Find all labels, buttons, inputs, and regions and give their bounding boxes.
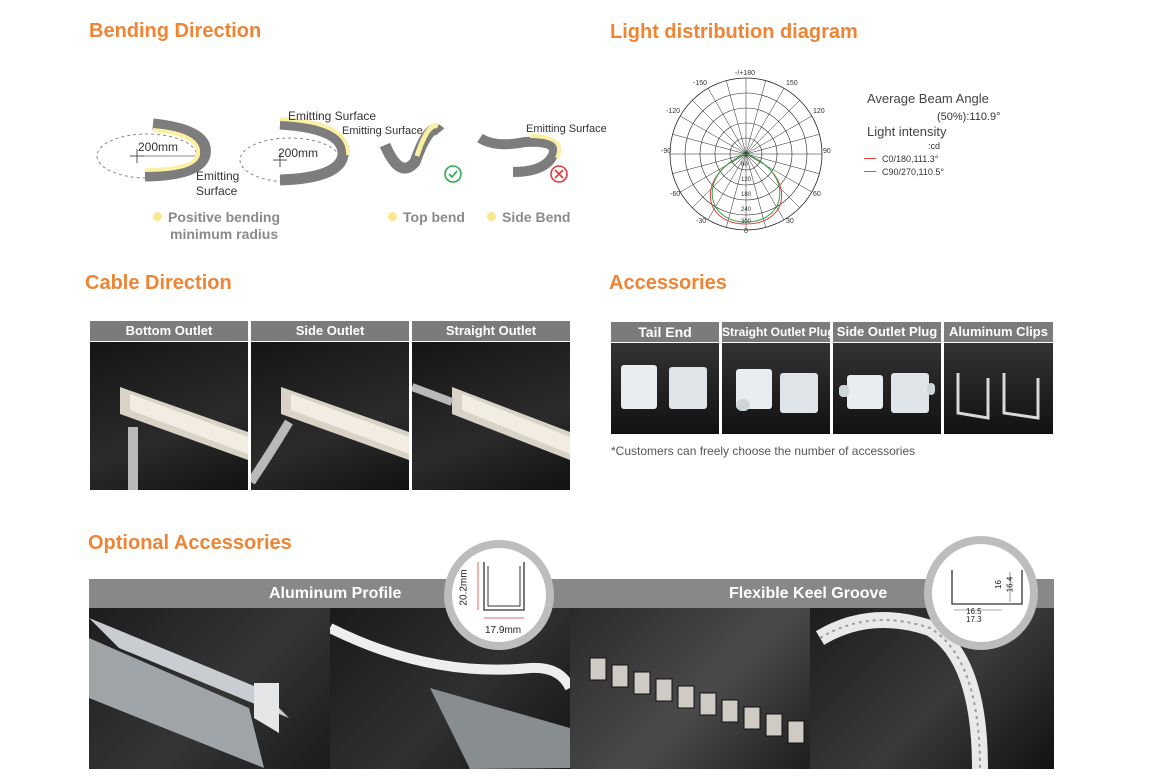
angle-label-m30: -30 <box>696 218 707 225</box>
bullet-icon <box>153 212 162 221</box>
tab-tail-end: Tail End <box>611 322 719 342</box>
keel-clip <box>677 685 695 709</box>
keel-dim-4: 17.3 <box>966 615 982 624</box>
profile-inset: 20.2mm 17.9mm <box>452 548 546 642</box>
radius-label-1: 200mm <box>138 140 179 154</box>
side-bend-strip <box>477 133 559 177</box>
c0-curve <box>709 153 783 225</box>
legend-c90: C90/270,110.5° <box>864 167 944 177</box>
bending-diagrams <box>96 117 568 186</box>
keel-clip <box>611 664 629 688</box>
c90-curve <box>711 153 781 223</box>
keel-dim-3: 16.5 <box>966 607 982 616</box>
photo-side-outlet-plug <box>833 343 941 434</box>
tab-aluminum-clips: Aluminum Clips <box>944 322 1053 342</box>
photo-straight-outlet <box>412 342 570 490</box>
keel-clip <box>765 713 783 737</box>
cable-direction-title: Cable Direction <box>85 272 232 294</box>
emitting-surface-1 <box>144 128 201 172</box>
angle-label-150: 150 <box>786 80 798 87</box>
beam-angle-value: (50%):110.9° <box>937 111 1001 123</box>
intensity-unit: :cd <box>928 141 941 151</box>
keel-clip <box>743 706 761 730</box>
emitting-label-3: Emitting Surface <box>342 125 423 137</box>
angle-label-top: -/+180 <box>735 70 756 77</box>
tab-straight-outlet-plug: Straight Outlet Plug <box>722 322 830 342</box>
cross-circle-icon <box>550 165 568 183</box>
emitting-label-1b: Surface <box>196 184 238 198</box>
radial-label-300: 300 <box>741 219 752 225</box>
profile-height-label: 20.2mm <box>458 569 470 606</box>
radial-label-60: 60 <box>741 162 748 168</box>
bullet-icon <box>487 212 496 221</box>
radial-label-240: 240 <box>741 207 752 213</box>
emitting-surface-2 <box>279 117 351 156</box>
keel-dim-1: 16 <box>993 580 1003 589</box>
photo-aluminum-profile-1 <box>89 608 330 769</box>
legend-c0-swatch <box>864 158 876 159</box>
intensity-title: Light intensity <box>867 124 947 139</box>
minimum-radius-label: minimum radius <box>170 226 279 242</box>
keel-dim-2: 16.4 <box>1005 576 1015 593</box>
keel-clip <box>787 720 805 744</box>
check-circle-icon <box>444 165 462 183</box>
angle-label-30: 30 <box>786 218 794 225</box>
accessories-title: Accessories <box>609 272 727 294</box>
angle-label-m60: -60 <box>670 191 681 198</box>
aluminum-profile-label: Aluminum Profile <box>269 585 402 602</box>
emitting-label-2: Emitting Surface <box>288 109 377 123</box>
photo-straight-outlet-plug <box>722 343 830 434</box>
keel-clip <box>655 678 673 702</box>
keel-clip <box>633 671 651 695</box>
bend-strip-2 <box>279 118 349 186</box>
angle-label-0: 0 <box>744 228 748 235</box>
tab-bottom-outlet: Bottom Outlet <box>90 321 248 341</box>
tab-side-outlet: Side Outlet <box>251 321 409 341</box>
tab-straight-outlet: Straight Outlet <box>412 321 570 341</box>
keel-clip <box>699 692 717 716</box>
keel-clip <box>589 657 607 681</box>
emitting-label-1: Emitting <box>196 169 240 183</box>
photo-bottom-outlet <box>90 342 248 490</box>
angle-label-90: 90 <box>823 148 831 155</box>
bend-strip-1 <box>144 118 211 182</box>
top-bend-strip <box>379 123 445 174</box>
profile-inset-ring: 20.2mm 17.9mm <box>444 540 554 650</box>
angle-label-m90: -90 <box>661 148 672 155</box>
radius-label-2: 200mm <box>278 146 319 160</box>
beam-angle-title: Average Beam Angle <box>867 91 989 106</box>
legend-c0: C0/180,111.3° <box>864 154 938 164</box>
emitting-label-4: Emitting Surface <box>526 123 607 135</box>
radial-label-120: 120 <box>741 177 752 183</box>
photo-tail-end <box>611 343 719 434</box>
keel-groove-label: Flexible Keel Groove <box>729 585 888 602</box>
accessories-note: *Customers can freely choose the number … <box>611 444 916 458</box>
top-bend-label: Top bend <box>388 209 465 225</box>
photo-side-outlet <box>251 342 409 490</box>
positive-bending-label: Positive bending <box>153 209 280 225</box>
side-bend-label: Side Bend <box>487 209 570 225</box>
bullet-icon <box>388 212 397 221</box>
keel-clip <box>721 699 739 723</box>
keel-inset: 16 16.4 16.5 17.3 <box>932 544 1030 642</box>
polar-diagram <box>669 77 823 231</box>
angle-label-m150: -150 <box>693 80 708 87</box>
light-distribution-title: Light distribution diagram <box>610 21 858 43</box>
legend-c90-swatch <box>864 171 876 172</box>
radial-label-180: 180 <box>741 192 752 198</box>
photo-aluminum-clips <box>944 343 1053 434</box>
profile-width-label: 17.9mm <box>485 625 522 636</box>
optional-accessories-title: Optional Accessories <box>88 532 292 554</box>
keel-inset-ring: 16 16.4 16.5 17.3 <box>924 536 1038 650</box>
photo-keel-groove-1 <box>570 608 810 769</box>
angle-label-120: 120 <box>813 108 825 115</box>
angle-label-m120: -120 <box>666 108 681 115</box>
angle-label-60: 60 <box>813 191 821 198</box>
bending-direction-title: Bending Direction <box>89 20 262 42</box>
tab-side-outlet-plug: Side Outlet Plug <box>833 322 941 342</box>
